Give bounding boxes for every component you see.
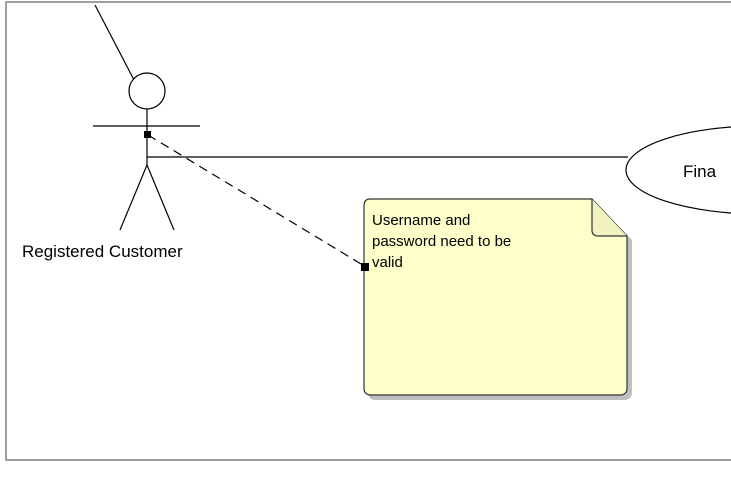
actor-anchor-handle[interactable] [144,131,151,138]
note-fold [591,199,627,237]
actor-left-leg [119,164,148,231]
note-line-2: password need to be [372,233,512,250]
note-body[interactable] [363,198,628,396]
note-line-3: valid [372,254,403,271]
note-line-1: Username and [372,212,471,229]
actor-right-leg [146,164,175,231]
use-case-label: Fina [683,162,717,181]
note-anchor-handle[interactable] [361,263,369,271]
association-line-top[interactable] [94,4,135,81]
note-text: Username and password need to be valid [372,210,612,273]
use-case-ellipse[interactable] [625,126,731,214]
actor-head [128,72,166,110]
actor-label: Registered Customer [22,242,183,261]
note-connector-dashed[interactable] [147,134,367,268]
